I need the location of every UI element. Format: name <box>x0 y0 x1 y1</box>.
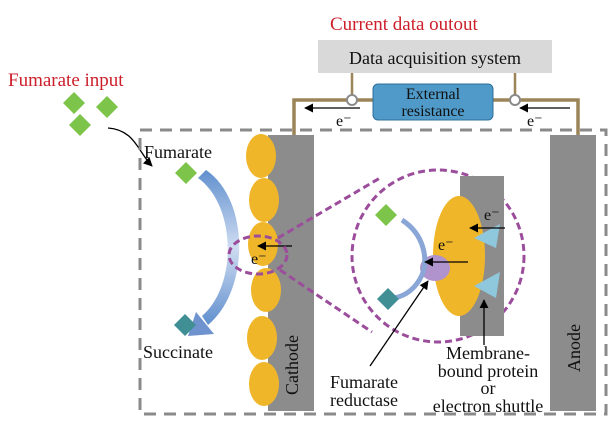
succinate-molecule-icon <box>377 288 399 310</box>
anode-label: Anode <box>564 324 584 372</box>
cathode-electron-label: e⁻ <box>251 251 267 268</box>
fumarate-molecule-icon <box>69 114 91 136</box>
data-acquisition-box <box>318 40 552 73</box>
zoom-detail-circle <box>350 168 526 344</box>
reductase-callout-arrow <box>369 280 429 367</box>
zoom-reaction-arrow-top <box>400 217 428 276</box>
fumarate-molecule-icon <box>375 204 397 226</box>
fumarate-molecule-icon <box>175 162 197 184</box>
junction-right <box>509 94 521 106</box>
bacterial-cell <box>249 362 279 406</box>
zoom-source-ring <box>227 234 289 276</box>
bacterial-cell <box>251 268 281 312</box>
zoom-line-bottom <box>279 268 373 334</box>
biofilm-cells <box>246 134 281 406</box>
reaction-arrow-head <box>188 312 214 336</box>
electron-label-right: e⁻ <box>527 113 543 130</box>
zoom-line-top <box>277 176 381 240</box>
fumarate-input-label: Fumarate input <box>8 70 124 91</box>
external-resistance-label-2: resistance <box>401 103 464 120</box>
reductase-label-2: reductase <box>330 390 398 410</box>
zoom-electron-label-mid: e⁻ <box>438 237 454 254</box>
data-acquisition-label: Data acquisition system <box>349 48 521 68</box>
input-arrow <box>107 127 153 167</box>
reductase-label-1: Fumarate <box>330 372 398 392</box>
zoom-electron-label-top: e⁻ <box>484 207 500 224</box>
cathode-label: Cathode <box>282 335 302 395</box>
current-output-label: Current data outout <box>330 14 478 35</box>
membrane-label-4: electron shuttle <box>433 396 543 416</box>
external-resistance-label-1: External <box>406 86 461 103</box>
zoom-reaction-arrow-bottom <box>393 273 425 301</box>
succinate-molecule-icon <box>174 314 196 336</box>
membrane-label-2: bound protein <box>438 361 539 381</box>
fumarate-molecule-icon <box>63 92 85 114</box>
electron-label-left: e⁻ <box>336 113 352 130</box>
bacterial-cell <box>247 316 277 360</box>
fumarate-input-molecules <box>63 92 118 136</box>
reactor-boundary <box>138 128 608 416</box>
zoom-bacterial-cell <box>433 196 485 316</box>
fumarate-label: Fumarate <box>144 142 212 162</box>
junction-left <box>346 94 358 106</box>
membrane-label-1: Membrane- <box>446 343 530 363</box>
succinate-label: Succinate <box>143 342 213 362</box>
anode-electrode <box>550 135 596 411</box>
membrane-protein-icon <box>474 272 500 298</box>
fumarate-molecule-icon <box>96 96 118 118</box>
membrane-protein-icon <box>474 224 500 248</box>
bacterial-cell <box>246 134 276 178</box>
reaction-arrow <box>198 170 240 325</box>
cathode-electrode <box>268 135 314 411</box>
external-resistance <box>372 83 494 121</box>
membrane-label-3: or <box>481 378 496 398</box>
bacterial-cell <box>249 178 279 222</box>
